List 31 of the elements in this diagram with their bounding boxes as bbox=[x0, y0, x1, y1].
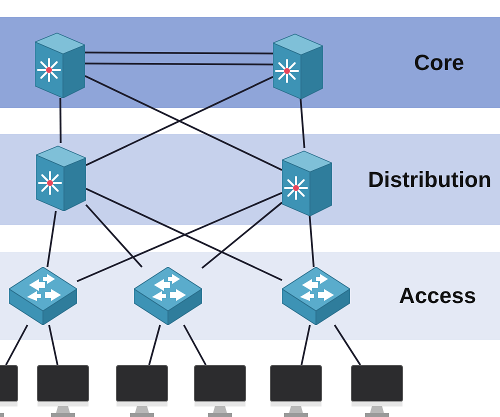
multilayer-switch-icon bbox=[36, 143, 86, 211]
computer-icon bbox=[351, 365, 403, 417]
layer-band bbox=[0, 252, 500, 340]
layer-label: Access bbox=[399, 283, 476, 309]
layer-band bbox=[0, 134, 500, 225]
network-link bbox=[48, 324, 58, 366]
network-link bbox=[85, 52, 273, 54]
network-link bbox=[183, 324, 207, 366]
network-link bbox=[300, 324, 311, 366]
layer-label: Core bbox=[414, 50, 464, 76]
network-link bbox=[85, 204, 143, 268]
network-link bbox=[334, 324, 362, 366]
multilayer-switch-icon bbox=[282, 148, 332, 216]
computer-icon bbox=[270, 365, 322, 417]
computer-icon bbox=[194, 365, 246, 417]
network-link bbox=[300, 98, 306, 148]
layer-label: Distribution bbox=[368, 166, 492, 192]
computer-icon bbox=[37, 365, 89, 417]
network-link bbox=[148, 324, 161, 366]
network-link bbox=[85, 62, 273, 66]
multilayer-switch-icon bbox=[35, 30, 85, 98]
network-link bbox=[308, 216, 315, 268]
network-link bbox=[59, 98, 62, 143]
switch-icon bbox=[134, 267, 202, 325]
network-link bbox=[5, 324, 28, 366]
computer-icon bbox=[116, 365, 168, 417]
network-link bbox=[201, 202, 283, 269]
switch-icon bbox=[282, 267, 350, 325]
switch-icon bbox=[9, 267, 77, 325]
multilayer-switch-icon bbox=[273, 31, 323, 99]
layer-band bbox=[0, 17, 500, 108]
